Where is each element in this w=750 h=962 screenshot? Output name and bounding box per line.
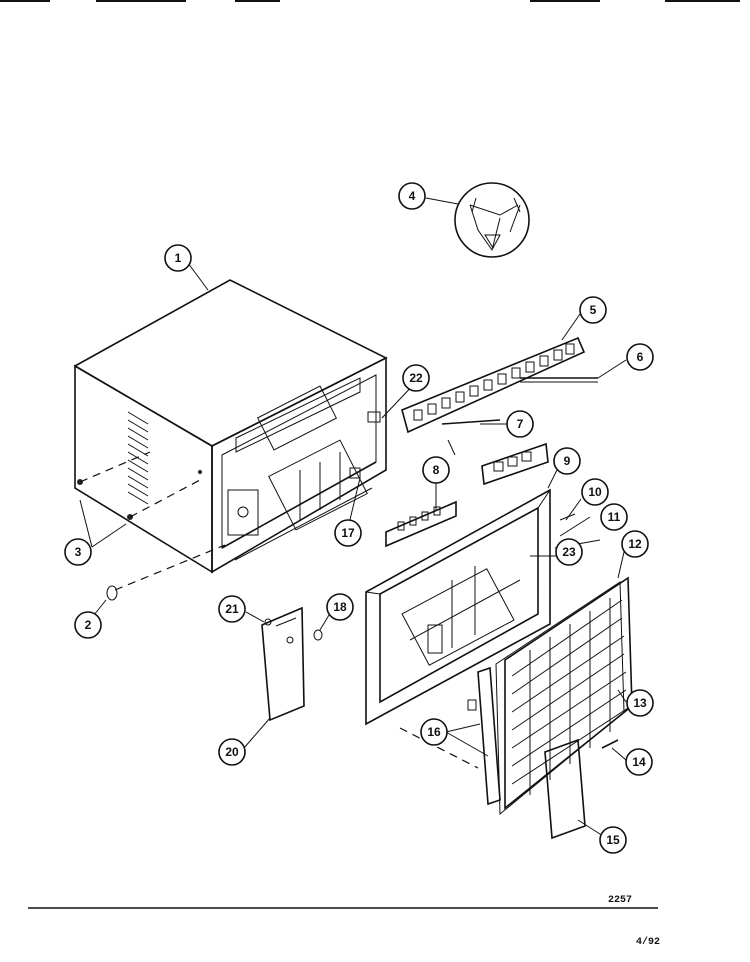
filter-grille bbox=[495, 576, 633, 816]
callout-10: 10 bbox=[581, 478, 609, 506]
svg-text:1: 1 bbox=[175, 251, 182, 265]
svg-text:5: 5 bbox=[590, 303, 597, 317]
callout-11: 11 bbox=[600, 503, 628, 531]
callout-17: 17 bbox=[334, 519, 362, 547]
svg-text:13: 13 bbox=[633, 696, 647, 710]
detail-clip-circle bbox=[454, 182, 530, 258]
svg-text:3: 3 bbox=[75, 545, 82, 559]
callout-13: 13 bbox=[626, 689, 654, 717]
callout-1: 1 bbox=[164, 244, 192, 272]
callout-7: 7 bbox=[506, 410, 534, 438]
callout-20: 20 bbox=[218, 738, 246, 766]
callout-2: 2 bbox=[74, 611, 102, 639]
callout-16: 16 bbox=[420, 718, 448, 746]
svg-text:10: 10 bbox=[588, 485, 602, 499]
screw-leads bbox=[79, 451, 226, 601]
svg-text:9: 9 bbox=[564, 454, 571, 468]
small-pin bbox=[601, 739, 619, 749]
svg-text:15: 15 bbox=[606, 833, 620, 847]
svg-text:17: 17 bbox=[341, 526, 355, 540]
svg-text:2: 2 bbox=[85, 618, 92, 632]
callout-15: 15 bbox=[599, 826, 627, 854]
callout-19: 21 bbox=[218, 595, 246, 623]
svg-text:7: 7 bbox=[517, 417, 524, 431]
svg-text:4: 4 bbox=[409, 189, 416, 203]
svg-text:22: 22 bbox=[409, 371, 423, 385]
callout-14: 14 bbox=[625, 748, 653, 776]
side-panel-20 bbox=[261, 606, 305, 722]
date-code: 4/92 bbox=[636, 936, 660, 948]
svg-text:12: 12 bbox=[628, 537, 642, 551]
side-panel-15 bbox=[544, 738, 586, 840]
svg-text:21: 21 bbox=[225, 602, 239, 616]
drawing-number: 2257 bbox=[608, 895, 632, 906]
callout-9: 9 bbox=[553, 447, 581, 475]
control-bars bbox=[385, 442, 549, 548]
svg-text:20: 20 bbox=[225, 745, 239, 759]
svg-text:18: 18 bbox=[333, 600, 347, 614]
screw-19 bbox=[313, 629, 323, 641]
svg-text:23: 23 bbox=[562, 545, 576, 559]
callout-12: 12 bbox=[621, 530, 649, 558]
svg-text:11: 11 bbox=[608, 510, 621, 524]
callout-6: 6 bbox=[626, 343, 654, 371]
callout-4: 4 bbox=[398, 182, 426, 210]
louver-assembly bbox=[401, 336, 598, 456]
svg-text:8: 8 bbox=[433, 463, 440, 477]
callout-5: 5 bbox=[579, 296, 607, 324]
svg-text:6: 6 bbox=[637, 350, 644, 364]
callout-8: 8 bbox=[422, 456, 450, 484]
leader-lines bbox=[79, 197, 627, 837]
cabinet-housing bbox=[73, 279, 388, 574]
callout-18: 18 bbox=[326, 593, 354, 621]
side-bracket bbox=[399, 666, 501, 806]
callout-23: 23 bbox=[555, 538, 583, 566]
svg-text:14: 14 bbox=[632, 755, 646, 769]
callout-3: 3 bbox=[64, 538, 92, 566]
svg-text:16: 16 bbox=[427, 725, 441, 739]
callout-22: 22 bbox=[402, 364, 430, 392]
